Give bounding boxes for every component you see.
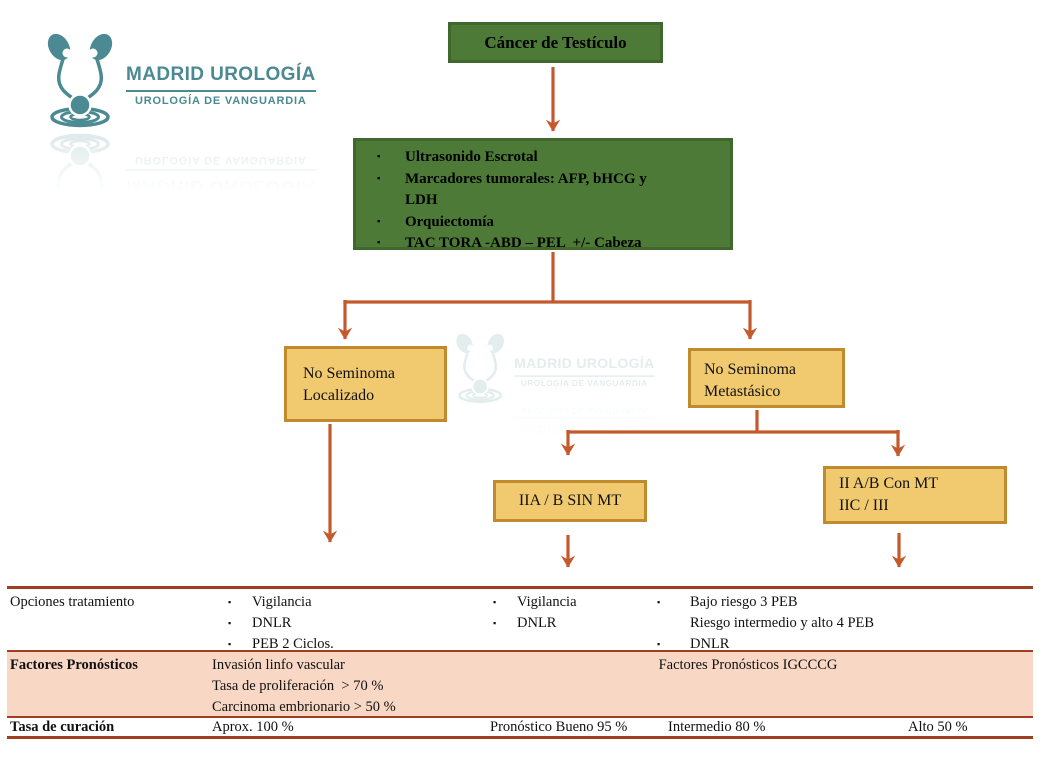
watermark-title: MADRID UROLOGÍA xyxy=(514,356,655,372)
bullet-icon: ▪ xyxy=(657,639,661,649)
outcome-table: Opciones tratamiento ▪ Vigilancia ▪ DNLR ▪… xyxy=(7,586,1033,739)
prognostic-line: Carcinoma embrionario > 50 % xyxy=(212,699,396,715)
bullet-icon: ▪ xyxy=(493,618,497,628)
box-label-line: II A/B Con MT xyxy=(839,475,939,492)
cure-value-localizado: Aprox. 100 % xyxy=(212,719,294,735)
list-item: ▪ DNLR xyxy=(493,613,650,634)
logo-divider xyxy=(126,90,316,92)
box-no-seminoma-localizado: No Seminoma Localizado xyxy=(284,346,447,422)
box-label-line: Localizado xyxy=(303,387,375,404)
bullet-icon: ▪ xyxy=(228,597,232,607)
list-item-text: Riesgo intermedio y alto 4 PEB xyxy=(690,615,875,631)
treatment-localizado-list: ▪ Vigilancia ▪ DNLR ▪ PEB 2 Ciclos. xyxy=(212,592,474,655)
watermark-title-reflection: MADRID UROLOGÍA xyxy=(514,421,654,437)
logo-title: MADRID UROLOGÍA xyxy=(126,64,316,85)
row-factores-pronosticos: Factores Pronósticos Invasión linfo vasc… xyxy=(7,650,1033,716)
watermark-logo: MADRID UROLOGÍA UROLOGÍA DE VANGUARDIA M… xyxy=(452,331,655,463)
box-label-line: No Seminoma xyxy=(303,365,395,382)
kidneys-logo-icon xyxy=(47,33,113,128)
bullet-icon: ▪ xyxy=(377,152,381,162)
list-item-text: Vigilancia xyxy=(517,594,577,610)
workup-line: ▪ Ultrasonido Escrotal xyxy=(377,147,724,169)
list-item-text: DNLR xyxy=(252,615,292,631)
bullet-icon: ▪ xyxy=(377,216,381,227)
watermark-subtitle: UROLOGÍA DE VANGUARDIA xyxy=(520,379,648,388)
treatment-con-mt-list: ▪ Bajo riesgo 3 PEB Riesgo intermedio y a… xyxy=(650,592,1033,655)
split-line-level1 xyxy=(343,252,752,304)
list-item-text: PEB 2 Ciclos. xyxy=(252,636,334,652)
workup-box: ▪ Ultrasonido Escrotal ▪ Marcadores tumora… xyxy=(353,138,733,251)
bullet-icon: ▪ xyxy=(493,597,497,607)
row-tasa-curacion: Tasa de curación Aprox. 100 % Pronóstico… xyxy=(7,716,1033,739)
list-item: ▪ DNLR xyxy=(228,613,474,634)
cure-value-intermedio: Intermedio 80 % xyxy=(668,719,766,735)
prognostic-line: Invasión linfo vascular xyxy=(212,657,345,673)
title-box: Cáncer de Testículo xyxy=(448,22,663,63)
box-label-line: IIC / III xyxy=(839,497,889,514)
workup-item: LDH xyxy=(405,192,438,208)
list-item-text: Bajo riesgo 3 PEB xyxy=(690,594,798,610)
bullet-icon: ▪ xyxy=(228,618,232,628)
kidneys-logo-icon-reflection xyxy=(47,133,113,228)
workup-item: Marcadores tumorales: AFP, bHCG y xyxy=(405,170,647,187)
logo-subtitle-reflection: UROLOGÍA DE VANGUARDIA xyxy=(135,154,307,166)
logo-subtitle: UROLOGÍA DE VANGUARDIA xyxy=(135,95,307,107)
bullet-icon: ▪ xyxy=(228,639,232,649)
workup-line: ▪ TAC TORA -ABD – PEL +/- Cabeza xyxy=(377,233,724,255)
list-item-text: DNLR xyxy=(517,615,557,631)
list-item: ▪ DNLR xyxy=(657,634,1033,655)
logo-title-reflection: MADRID UROLOGÍA xyxy=(126,176,316,197)
bullet-icon: ▪ xyxy=(377,173,381,184)
bullet-icon: ▪ xyxy=(657,597,661,607)
workup-line: ▪ Marcadores tumorales: AFP, bHCG y xyxy=(377,169,724,191)
box-label-line: Metastásico xyxy=(704,383,781,400)
workup-line: LDH xyxy=(377,190,724,212)
watermark-subtitle-reflection: UROLOGÍA DE VANGUARDIA xyxy=(514,406,654,415)
workup-line: ▪ Orquiectomía xyxy=(377,212,724,234)
row-opciones-tratamiento: Opciones tratamiento ▪ Vigilancia ▪ DNLR ▪… xyxy=(7,586,1033,652)
bullet-spacer xyxy=(377,190,405,212)
prognostic-igcccg: Factores Pronósticos IGCCCG xyxy=(658,657,838,673)
logo-text-block: MADRID UROLOGÍA UROLOGÍA DE VANGUARDIA xyxy=(126,64,316,107)
logo-main: MADRID UROLOGÍA UROLOGÍA DE VANGUARDIA xyxy=(42,30,316,130)
diagram-title: Cáncer de Testículo xyxy=(484,32,627,52)
list-item-text: DNLR xyxy=(690,636,730,652)
list-item: ▪ Vigilancia xyxy=(228,592,474,613)
cure-value-alto: Alto 50 % xyxy=(908,719,968,735)
bullet-icon: ▪ xyxy=(377,238,381,248)
box-label-line: IIA / B SIN MT xyxy=(518,492,622,509)
row-label: Factores Pronósticos xyxy=(10,657,138,673)
madrid-urologia-logo: MADRID UROLOGÍA UROLOGÍA DE VANGUARDIA xyxy=(42,30,316,231)
list-item: Riesgo intermedio y alto 4 PEB xyxy=(650,613,1033,634)
cure-value-bueno: Pronóstico Bueno 95 % xyxy=(490,719,628,735)
box-label-line: No Seminoma xyxy=(704,361,796,378)
treatment-sin-mt-list: ▪ Vigilancia ▪ DNLR xyxy=(490,592,650,634)
box-ii-ab-con-mt: II A/B Con MT IIC / III xyxy=(823,466,1007,524)
list-item: ▪ Bajo riesgo 3 PEB xyxy=(657,592,1033,613)
workup-item: Orquiectomía xyxy=(405,213,494,230)
box-no-seminoma-metastasico: No Seminoma Metastásico xyxy=(688,348,845,408)
workup-item: Ultrasonido Escrotal xyxy=(405,149,538,165)
workup-item: TAC TORA -ABD – PEL +/- Cabeza xyxy=(405,235,642,251)
watermark-kidneys-icon xyxy=(456,333,504,403)
prognostic-localizado-lines: Invasión linfo vascular Tasa de prolifer… xyxy=(212,655,474,718)
list-item: ▪ PEB 2 Ciclos. xyxy=(228,634,474,655)
list-item: ▪ Vigilancia xyxy=(493,592,650,613)
box-iia-b-sin-mt: IIA / B SIN MT xyxy=(493,480,647,522)
row-label: Opciones tratamiento xyxy=(10,594,135,610)
logo-reflection: MADRID UROLOGÍA UROLOGÍA DE VANGUARDIA xyxy=(42,131,316,231)
row-label: Tasa de curación xyxy=(10,719,115,735)
list-item-text: Vigilancia xyxy=(252,594,312,610)
prognostic-line: Tasa de proliferación > 70 % xyxy=(212,678,384,694)
